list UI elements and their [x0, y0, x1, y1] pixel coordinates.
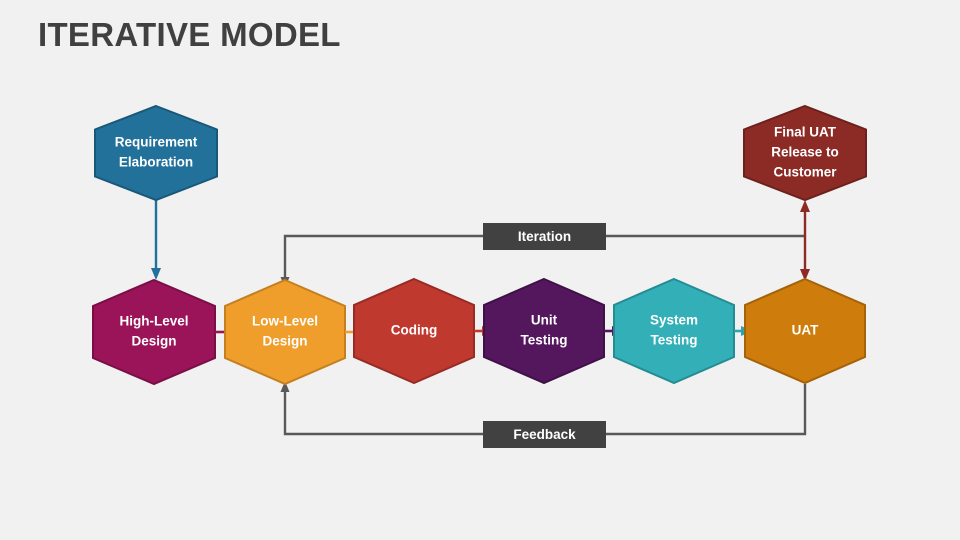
node-label-line: Low-Level	[252, 314, 318, 329]
node-label-line: Requirement	[115, 135, 198, 150]
page-title: ITERATIVE MODEL	[38, 16, 341, 53]
feedback-label-text: Feedback	[513, 427, 576, 442]
node-unit-testing[interactable]: Unit Testing	[483, 277, 605, 385]
node-label-line: Testing	[521, 333, 568, 348]
node-high-level-design[interactable]: High-Level Design	[92, 278, 216, 386]
node-label-line: Unit	[531, 313, 558, 328]
node-label-line: Design	[262, 334, 307, 349]
iteration-label-box[interactable]: Iteration	[483, 223, 606, 250]
node-uat[interactable]: UAT	[744, 277, 866, 385]
node-label-line: Testing	[651, 333, 698, 348]
node-label-line: High-Level	[119, 314, 188, 329]
node-label-line: Elaboration	[119, 155, 193, 170]
node-label-line: System	[650, 313, 698, 328]
node-label-line: UAT	[792, 323, 819, 338]
iteration-label-text: Iteration	[518, 229, 571, 244]
node-label-line: Final UAT	[774, 125, 837, 140]
node-label-line: Customer	[773, 165, 837, 180]
connector-iteration-loop	[283, 234, 805, 282]
node-coding[interactable]: Coding	[353, 277, 475, 385]
node-requirement-elaboration[interactable]: Requirement Elaboration	[94, 104, 218, 202]
connector-requirement-to-high-level	[151, 200, 161, 280]
node-label-line: Coding	[391, 323, 438, 338]
connector-uat-to-final-release	[800, 200, 810, 281]
node-low-level-design[interactable]: Low-Level Design	[224, 278, 346, 386]
node-final-uat-release[interactable]: Final UAT Release to Customer	[743, 104, 867, 202]
feedback-label-box[interactable]: Feedback	[483, 421, 606, 448]
node-system-testing[interactable]: System Testing	[613, 277, 735, 385]
node-label-line: Design	[131, 334, 176, 349]
node-label-line: Release to	[771, 145, 839, 160]
